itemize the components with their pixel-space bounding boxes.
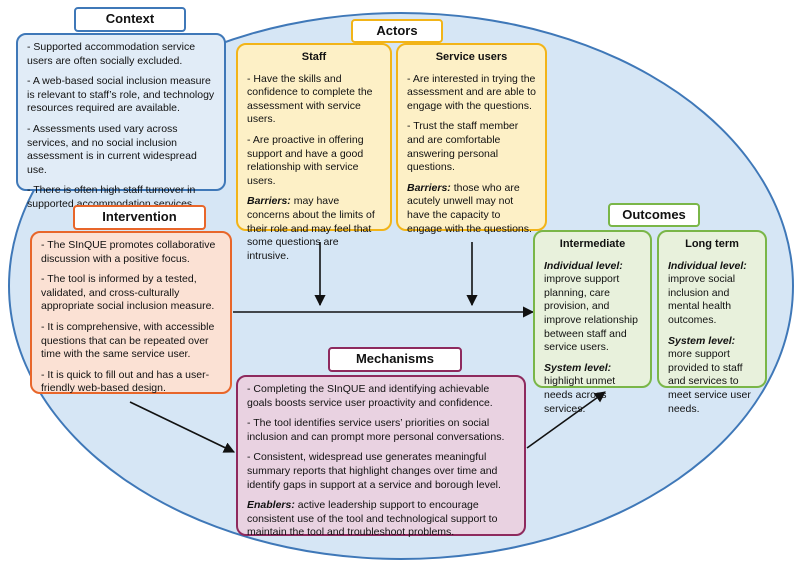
outcomes-title: Outcomes (608, 203, 700, 227)
long-term-individual-text: improve social inclusion and mental heal… (668, 273, 736, 326)
arrow-mechanisms-to-outcomes (526, 391, 606, 449)
actors-title: Actors (351, 19, 443, 43)
intervention-box: - The SInQUE promotes collaborative disc… (30, 231, 232, 394)
context-item: - A web-based social inclusion measure i… (27, 75, 215, 115)
service-users-barriers-text: those who are acutely unwell may not hav… (407, 181, 532, 235)
mechanisms-box: - Completing the SInQUE and identifying … (236, 375, 526, 538)
long-term-system-label: System level: (668, 334, 736, 347)
staff-barriers-text: may have concerns about the limits of th… (247, 195, 375, 262)
long-term-system: System level: more support provided to s… (668, 335, 756, 417)
staff-item: - Have the skills and confidence to comp… (247, 72, 373, 126)
staff-barriers-label: Barriers: (247, 195, 291, 208)
service-users-barriers: Barriers: those who are acutely unwell m… (407, 182, 536, 236)
service-users-box: Service users - Are interested in trying… (396, 43, 547, 235)
intermediate-individual-label: Individual level: (544, 259, 623, 272)
intervention-item: - It is comprehensive, with accessible q… (41, 320, 215, 361)
intermediate-system: System level: highlight unmet needs acro… (544, 362, 641, 416)
intermediate-system-text: highlight unmet needs across services. (544, 375, 616, 415)
mechanisms-item: - Consistent, widespread use generates m… (247, 451, 501, 491)
mechanisms-enablers: Enablers: active leadership support to e… (247, 499, 515, 540)
staff-title: Staff (301, 51, 327, 63)
intermediate-individual-text: improve support planning, care provision… (544, 273, 638, 354)
mechanisms-title: Mechanisms (328, 347, 462, 372)
context-box: - Supported accommodation service users … (16, 33, 226, 210)
mechanisms-enablers-label: Enablers: (247, 499, 295, 512)
long-term-individual: Individual level: improve social inclusi… (668, 260, 756, 328)
arrow-intervention-to-mechanisms (129, 401, 236, 453)
intervention-title: Intervention (73, 205, 206, 230)
context-item: - Assessments used vary across services,… (27, 122, 197, 176)
mechanisms-enablers-text: active leadership support to encourage c… (247, 499, 498, 539)
intermediate-system-label: System level: (544, 361, 612, 374)
long-term-system-text: more support provided to staff and servi… (668, 348, 751, 415)
staff-item: - Are proactive in offering support and … (247, 133, 364, 187)
service-users-title: Service users (435, 51, 508, 63)
intervention-item: - The tool is informed by a tested, vali… (41, 273, 215, 313)
staff-box: Staff - Have the skills and confidence t… (236, 43, 392, 262)
intervention-item: - It is quick to fill out and has a user… (41, 368, 210, 395)
intermediate-box: Intermediate Individual level: improve s… (533, 230, 652, 415)
long-term-individual-label: Individual level: (668, 259, 747, 272)
staff-barriers: Barriers: may have concerns about the li… (247, 195, 381, 263)
context-item: - Supported accommodation service users … (27, 41, 196, 67)
intervention-item: - The SInQUE promotes collaborative disc… (41, 239, 216, 265)
service-users-item: - Trust the staff member and are comfort… (407, 120, 519, 174)
context-title: Context (74, 7, 186, 32)
long-term-box: Long term Individual level: improve soci… (657, 230, 767, 415)
service-users-item: - Are interested in trying the assessmen… (407, 72, 536, 112)
mechanisms-item: - The tool identifies service users’ pri… (247, 417, 505, 443)
intermediate-title: Intermediate (559, 238, 626, 250)
intermediate-individual: Individual level: improve support planni… (544, 260, 641, 355)
long-term-title: Long term (685, 238, 739, 250)
mechanisms-item: - Completing the SInQUE and identifying … (247, 383, 493, 409)
service-users-barriers-label: Barriers: (407, 181, 451, 194)
